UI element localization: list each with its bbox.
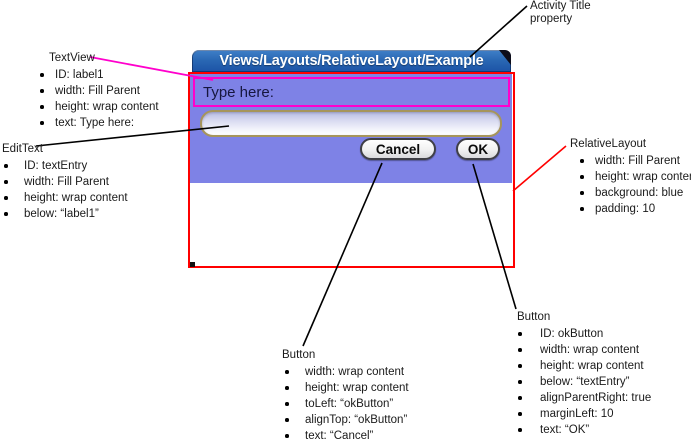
- corner-mark: [190, 262, 195, 267]
- annotation-item: width: Fill Parent: [570, 153, 691, 169]
- annotation-ok-button-heading: Button: [517, 311, 551, 323]
- annotation-item: background: blue: [570, 185, 691, 201]
- annotation-cancel-button-heading: Button: [282, 349, 316, 361]
- app-title: Views/Layouts/RelativeLayout/Example: [219, 53, 484, 69]
- annotation-item: marginLeft: 10: [515, 406, 651, 422]
- ok-button[interactable]: OK: [456, 138, 500, 160]
- annotation-textview-heading: TextView: [49, 52, 95, 64]
- annotation-cancel-button-list: width: wrap content height: wrap content…: [281, 364, 409, 440]
- annotation-item: below: “label1”: [2, 206, 128, 222]
- annotation-item: ID: okButton: [515, 326, 651, 342]
- annotation-item: height: wrap content: [515, 358, 651, 374]
- annotation-item: width: wrap content: [515, 342, 651, 358]
- annotation-item: width: Fill Parent: [2, 174, 128, 190]
- textview-label: Type here:: [203, 84, 274, 101]
- annotation-item: text: Type here:: [40, 115, 159, 131]
- annotation-item: ID: textEntry: [2, 158, 128, 174]
- textview-highlight-box: [193, 77, 510, 107]
- annotation-item: alignTop: “okButton”: [281, 412, 409, 428]
- annotation-textview-list: ID: label1 width: Fill Parent height: wr…: [40, 67, 159, 131]
- annotation-edittext: EditText ID: textEntry width: Fill Paren…: [2, 142, 128, 222]
- annotation-textview: TextView ID: label1 width: Fill Parent h…: [40, 51, 159, 131]
- annotation-activity-title: Activity Title property: [530, 0, 610, 26]
- callout-line-relativelayout: [512, 145, 567, 192]
- annotation-item: ID: label1: [40, 67, 159, 83]
- text-entry-input[interactable]: [200, 110, 502, 137]
- annotation-item: alignParentRight: true: [515, 390, 651, 406]
- annotation-edittext-list: ID: textEntry width: Fill Parent height:…: [2, 158, 128, 222]
- annotation-relativelayout-heading: RelativeLayout: [570, 138, 647, 150]
- annotation-item: height: wrap content: [2, 190, 128, 206]
- annotation-relativelayout-list: width: Fill Parent height: wrap content …: [570, 153, 691, 217]
- annotation-item: height: wrap content: [281, 380, 409, 396]
- app-title-bar: Views/Layouts/RelativeLayout/Example: [192, 50, 511, 72]
- annotation-item: width: wrap content: [281, 364, 409, 380]
- annotation-ok-button: Button ID: okButton width: wrap content …: [515, 310, 651, 438]
- cancel-button[interactable]: Cancel: [360, 138, 436, 160]
- annotation-item: height: wrap content: [570, 169, 691, 185]
- annotation-item: text: “Cancel”: [281, 428, 409, 440]
- annotation-item: below: “textEntry”: [515, 374, 651, 390]
- annotation-item: toLeft: “okButton”: [281, 396, 409, 412]
- annotation-item: padding: 10: [570, 201, 691, 217]
- annotation-ok-button-list: ID: okButton width: wrap content height:…: [515, 326, 651, 438]
- annotation-edittext-heading: EditText: [2, 143, 43, 155]
- titlebar-corner-notch-icon: [499, 50, 511, 65]
- annotation-item: text: “OK”: [515, 422, 651, 438]
- annotation-item: width: Fill Parent: [40, 83, 159, 99]
- annotation-relativelayout: RelativeLayout width: Fill Parent height…: [570, 137, 691, 217]
- annotation-cancel-button: Button width: wrap content height: wrap …: [281, 348, 409, 440]
- annotation-activity-title-label: Activity Title property: [530, 0, 591, 25]
- annotation-item: height: wrap content: [40, 99, 159, 115]
